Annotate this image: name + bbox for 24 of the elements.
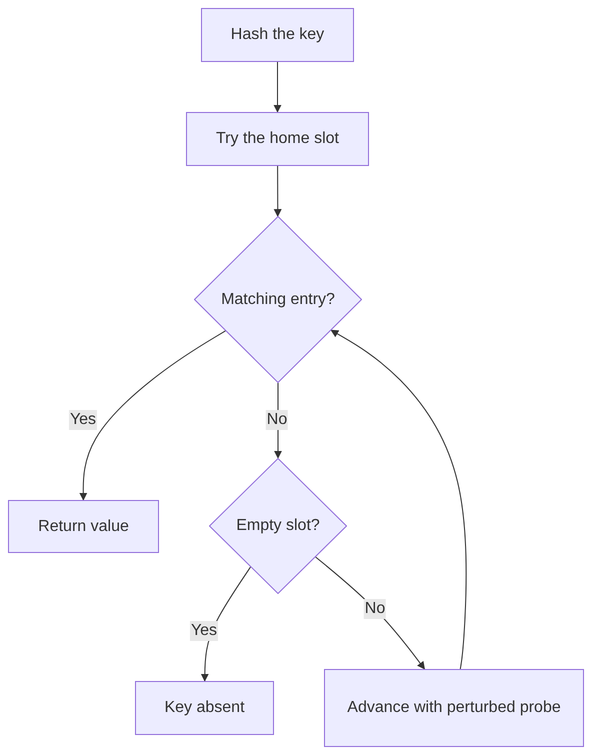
- process-box: [8, 500, 159, 553]
- process-box: [201, 8, 354, 62]
- arrow: [274, 62, 282, 113]
- arrow: [330, 330, 467, 670]
- node-text: Return value: [37, 516, 130, 536]
- arrow: [274, 166, 282, 218]
- node-text: Matching entry?: [220, 290, 336, 310]
- node-text: Hash the key: [230, 25, 326, 45]
- process-box: [135, 681, 274, 735]
- process-box: [324, 669, 584, 747]
- edge-label: No: [364, 599, 386, 619]
- node-text: Advance with perturbed probe: [346, 698, 562, 718]
- node-text: Try the home slot: [214, 129, 340, 149]
- node-text: Key absent: [163, 698, 246, 718]
- decision-diamond: [209, 458, 347, 594]
- arrow: [274, 382, 282, 459]
- edge-label: Yes: [190, 621, 218, 641]
- decision-diamond: [194, 216, 362, 383]
- arrow: [79, 330, 226, 501]
- edge-label: No: [266, 410, 288, 430]
- node-text: Empty slot?: [235, 516, 321, 536]
- process-box: [186, 112, 369, 166]
- arrow: [315, 556, 426, 670]
- edge-label: Yes: [68, 410, 98, 430]
